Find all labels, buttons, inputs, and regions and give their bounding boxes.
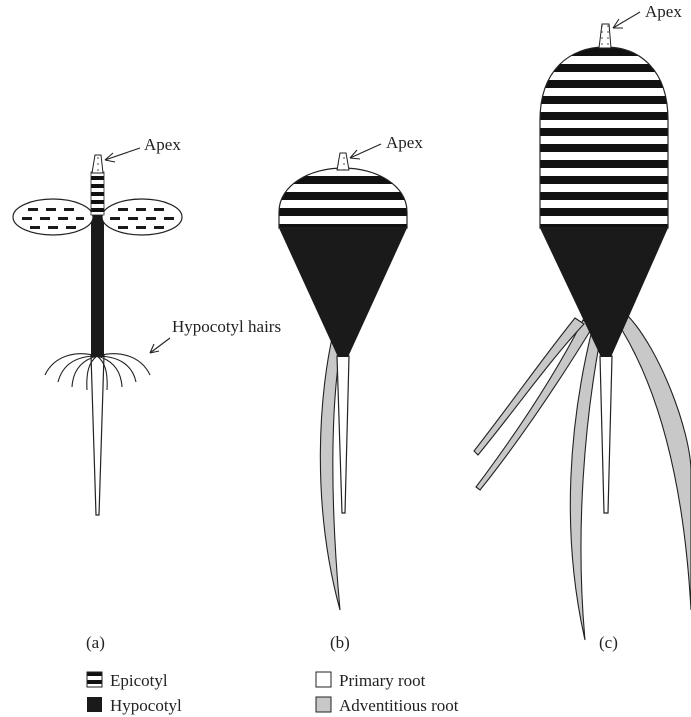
adventitious-root-c2 xyxy=(474,318,584,455)
hypocotyl-b xyxy=(279,228,407,357)
primary-root-b xyxy=(337,356,349,513)
hypocotyl-a xyxy=(91,215,104,357)
epicotyl-a xyxy=(91,172,104,215)
legend-label-adventitious-root: Adventitious root xyxy=(339,696,459,715)
legend-label-primary-root: Primary root xyxy=(339,671,426,690)
legend-swatch-epicotyl xyxy=(87,672,102,687)
primary-root-a xyxy=(91,355,104,515)
legend-swatch-primary-root xyxy=(316,672,331,687)
apex-arrow-c xyxy=(613,12,640,28)
panel-label-c: (c) xyxy=(599,633,618,652)
seedling-c: Apex xyxy=(474,2,691,640)
apex-label-a: Apex xyxy=(144,135,181,154)
epicotyl-c xyxy=(540,47,668,228)
legend-swatch-hypocotyl xyxy=(87,697,102,712)
legend-swatch-adventitious-root xyxy=(316,697,331,712)
apex-label-c: Apex xyxy=(645,2,682,21)
apex-arrow-b xyxy=(350,144,381,158)
adventitious-root-c3 xyxy=(570,330,600,640)
panel-label-a: (a) xyxy=(86,633,105,652)
apex-c xyxy=(599,24,611,48)
legend: Epicotyl Hypocotyl Primary root Adventit… xyxy=(87,671,459,715)
apex-arrow-a xyxy=(105,148,140,160)
panel-label-b: (b) xyxy=(330,633,350,652)
hypocotyl-hairs-label: Hypocotyl hairs xyxy=(172,317,281,336)
seedling-a: Apex Hypocotyl hairs xyxy=(13,135,281,515)
seedling-b: Apex xyxy=(279,133,423,610)
legend-label-epicotyl: Epicotyl xyxy=(110,671,168,690)
apex-b xyxy=(337,153,349,170)
apex-label-b: Apex xyxy=(386,133,423,152)
apex-a xyxy=(92,155,103,173)
legend-label-hypocotyl: Hypocotyl xyxy=(110,696,182,715)
adventitious-root-c4 xyxy=(622,316,691,610)
primary-root-c xyxy=(600,356,612,513)
epicotyl-b xyxy=(279,168,407,228)
